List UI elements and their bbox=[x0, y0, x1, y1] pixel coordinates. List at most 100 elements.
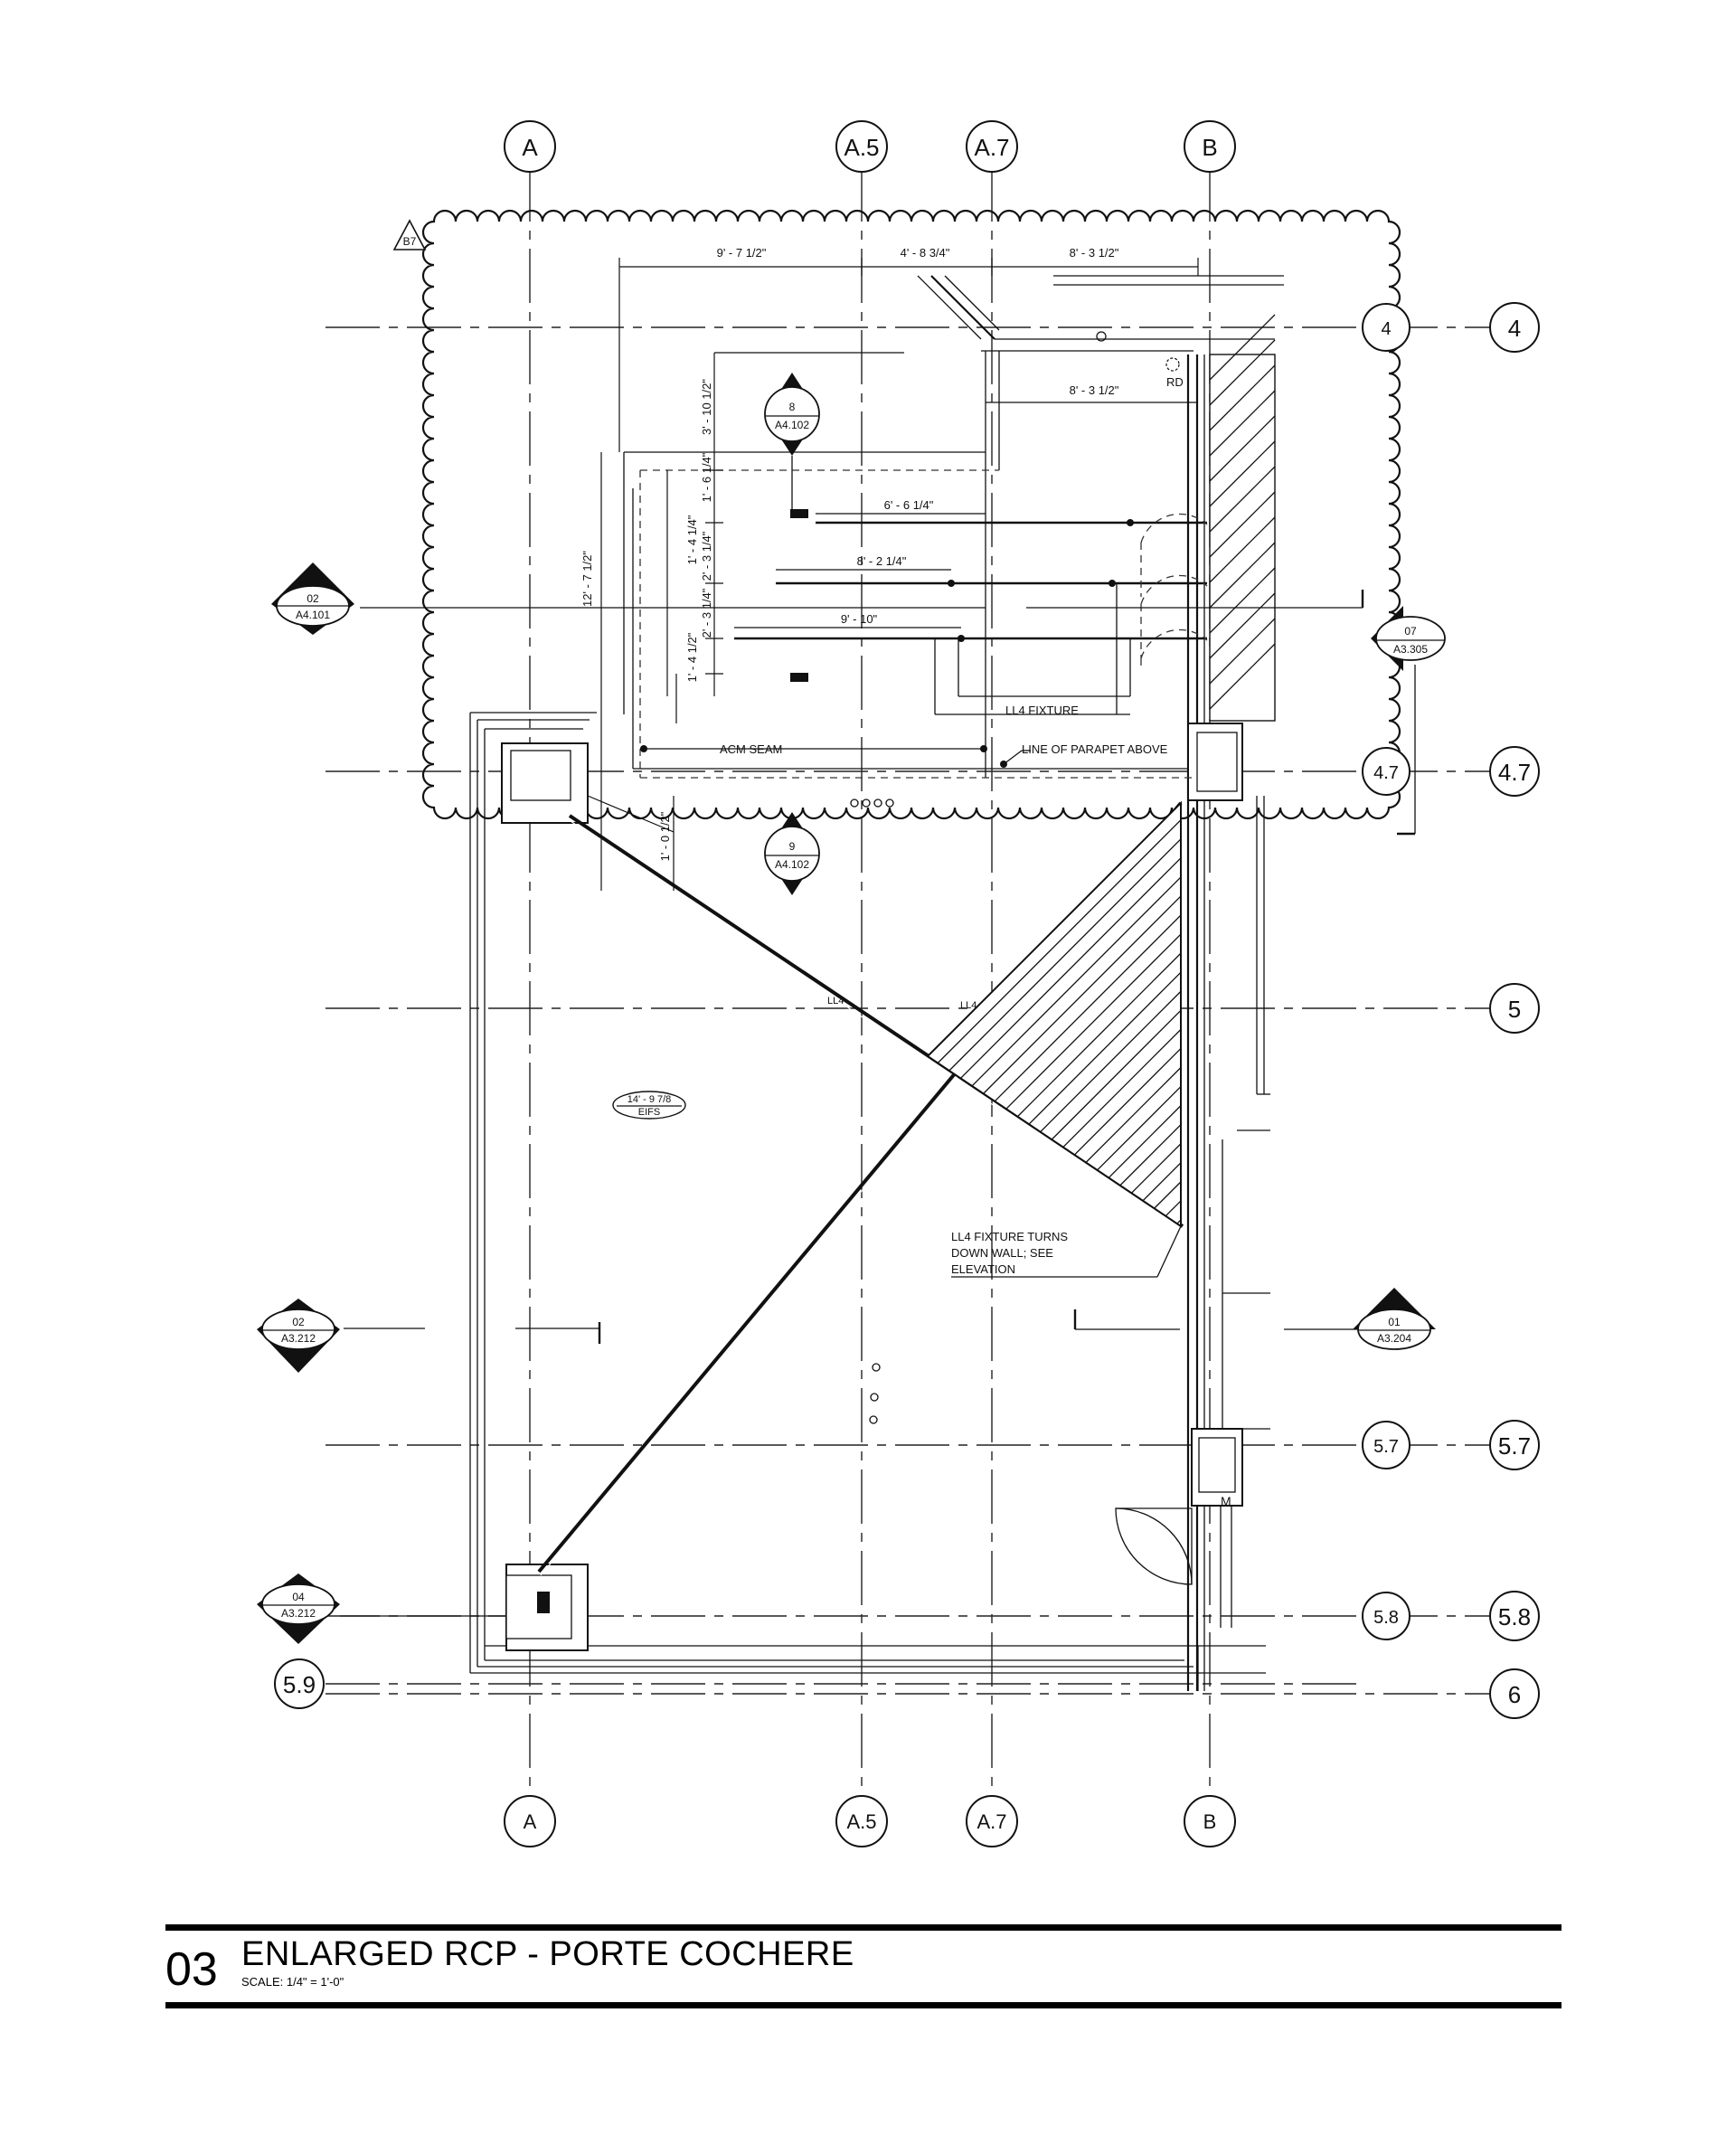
callout-02-a3212[interactable]: 02 A3.212 bbox=[257, 1299, 340, 1373]
ceiling-material: EIFS bbox=[638, 1107, 660, 1118]
triangle-hatch-line bbox=[1097, 1086, 1182, 1171]
wall-hatch-line bbox=[1209, 592, 1276, 659]
grid-right-4-7: 4.7 bbox=[1498, 759, 1531, 786]
triangle-hatch-line bbox=[1176, 1219, 1182, 1224]
dim-small: 1' - 0 1/2" bbox=[658, 811, 672, 861]
callout-01-sheet: A3.204 bbox=[1377, 1332, 1411, 1345]
triangle-hatch-line bbox=[1062, 1028, 1182, 1148]
wall-hatch-line bbox=[1209, 643, 1276, 710]
grid-top-b: B bbox=[1202, 134, 1217, 161]
wall-hatch-line bbox=[1209, 390, 1276, 457]
note-acm-seam: ACM SEAM bbox=[720, 742, 782, 756]
title-rule-bottom bbox=[165, 2002, 1561, 2008]
callout-8[interactable]: 8 A4.102 bbox=[764, 373, 820, 515]
triangle-hatch-line bbox=[971, 876, 1182, 1087]
grid-left-5-9: 5.9 bbox=[283, 1671, 316, 1698]
wall-hatch-line bbox=[1209, 415, 1276, 482]
upper-bay-walls bbox=[623, 275, 1284, 779]
triangle-hatch-line bbox=[1040, 990, 1182, 1133]
callout-04[interactable]: 04 A3.212 bbox=[257, 1573, 506, 1644]
dim-second: 8' - 3 1/2" bbox=[1070, 383, 1119, 397]
callout-01[interactable]: 01 A3.204 bbox=[1353, 1288, 1436, 1350]
note-rd: RD bbox=[1166, 375, 1184, 389]
wall-hatch bbox=[1209, 314, 1276, 722]
drawing-scale: SCALE: 1/4" = 1'-0" bbox=[241, 1975, 344, 1989]
wall-hatch-line bbox=[1209, 364, 1276, 431]
callout-02-a4101-sheet: A4.101 bbox=[296, 609, 330, 621]
acm-seam bbox=[640, 745, 1031, 768]
note-ll4-b: LL4 bbox=[960, 1000, 976, 1011]
triangle-hatch-line bbox=[1005, 933, 1182, 1110]
column-top-left bbox=[501, 742, 589, 824]
callout-07-sheet: A3.305 bbox=[1393, 643, 1428, 656]
drawing-number: 03 bbox=[165, 1943, 218, 1996]
dim-top-2: 4' - 8 3/4" bbox=[901, 246, 950, 260]
note-turns-3: ELEVATION bbox=[951, 1262, 1015, 1276]
triangle-hatch-line bbox=[994, 914, 1182, 1102]
callout-9[interactable]: 9 A4.102 bbox=[764, 812, 820, 895]
notes: RD LL4 FIXTURE ACM SEAM LINE OF PARAPET … bbox=[720, 375, 1184, 1278]
grid-bubbles-top: A A.5 A.7 B bbox=[504, 120, 1236, 173]
wall-hatch-line bbox=[1209, 542, 1276, 609]
wall-hatch-line bbox=[1209, 491, 1276, 558]
callout-9-sheet: A4.102 bbox=[775, 858, 809, 871]
callout-07-num: 07 bbox=[1404, 625, 1417, 638]
grid-right-4: 4 bbox=[1508, 315, 1521, 342]
callout-07[interactable]: 07 A3.305 bbox=[1371, 606, 1446, 671]
wall-hatch-line bbox=[1209, 440, 1276, 507]
dim-stack-3: 1' - 4 1/4" bbox=[685, 515, 699, 564]
callout-8-sheet: A4.102 bbox=[775, 419, 809, 431]
note-ll4-a: LL4 bbox=[827, 996, 844, 1006]
callout-9-num: 9 bbox=[789, 840, 796, 853]
title-rule-top bbox=[165, 1924, 1561, 1931]
dimension-labels: 9' - 7 1/2" 4' - 8 3/4" 8' - 3 1/2" 8' -… bbox=[580, 246, 1119, 861]
callout-01-num: 01 bbox=[1388, 1316, 1401, 1328]
ceiling-tag: 14' - 9 7/8 EIFS bbox=[612, 1091, 686, 1120]
note-parapet: LINE OF PARAPET ABOVE bbox=[1022, 742, 1168, 756]
column-right-5-7 bbox=[1191, 1428, 1243, 1507]
dim-stack-4: 2' - 3 1/4" bbox=[700, 531, 713, 581]
callout-02-a3212-sheet: A3.212 bbox=[281, 1332, 316, 1345]
triangle-hatch-line bbox=[948, 838, 1182, 1072]
hatched-triangle bbox=[926, 800, 1182, 1228]
callout-02-a4101-num: 02 bbox=[307, 592, 319, 605]
wall-hatch-line bbox=[1209, 516, 1276, 583]
triangle-hatch-line bbox=[1142, 1162, 1182, 1202]
grid-lines bbox=[326, 167, 1492, 1795]
drawing-title: ENLARGED RCP - PORTE COCHERE bbox=[241, 1935, 854, 1973]
grid-bubbles-right-outer: 4 4.7 5 5.7 5.8 6 bbox=[1489, 302, 1540, 1719]
triangle-hatch-line bbox=[983, 895, 1182, 1094]
grid-top-a5: A.5 bbox=[844, 134, 879, 161]
door-mark: M bbox=[1221, 1494, 1231, 1508]
grid-bubble-left: 5.9 bbox=[274, 1658, 325, 1709]
triangle-hatch-line bbox=[937, 819, 1182, 1063]
dim-top-3: 8' - 3 1/2" bbox=[1070, 246, 1119, 260]
dim-stack-1: 3' - 10 1/2" bbox=[700, 379, 713, 435]
triangle-hatch-line bbox=[1165, 1200, 1182, 1217]
callout-02-a4101[interactable]: 02 A4.101 bbox=[271, 562, 354, 635]
note-turns-1: LL4 FIXTURE TURNS bbox=[951, 1230, 1068, 1243]
grid-bottom-a5: A.5 bbox=[846, 1810, 876, 1833]
note-turns-2: DOWN WALL; SEE bbox=[951, 1246, 1053, 1260]
revision-tag-text: B7 bbox=[403, 235, 417, 248]
revision-cloud bbox=[421, 209, 1401, 820]
column-right-4-7 bbox=[1187, 723, 1243, 801]
triangle-hatch-line bbox=[1108, 1105, 1182, 1178]
grid-right-6: 6 bbox=[1508, 1681, 1521, 1708]
wall-hatch-line bbox=[1209, 339, 1276, 406]
grid-top-a: A bbox=[522, 134, 538, 161]
grid-bottom-a7: A.7 bbox=[976, 1810, 1006, 1833]
grid-bottom-b: B bbox=[1203, 1810, 1217, 1833]
triangle-hatch-line bbox=[1085, 1067, 1182, 1163]
dimensions bbox=[587, 258, 1199, 891]
callout-04-num: 04 bbox=[292, 1591, 305, 1603]
dim-top-1: 9' - 7 1/2" bbox=[717, 246, 767, 260]
grid-bottom-a: A bbox=[524, 1810, 537, 1833]
dim-stack-5: 2' - 3 1/4" bbox=[700, 588, 713, 638]
grid-right-5-8: 5.8 bbox=[1498, 1603, 1531, 1630]
grid-inner-5-7: 5.7 bbox=[1373, 1437, 1399, 1457]
grid-right-5-7: 5.7 bbox=[1498, 1432, 1531, 1460]
callout-04-sheet: A3.212 bbox=[281, 1607, 316, 1620]
triangle-hatch-line bbox=[1028, 971, 1182, 1125]
grid-right-5: 5 bbox=[1508, 996, 1521, 1023]
